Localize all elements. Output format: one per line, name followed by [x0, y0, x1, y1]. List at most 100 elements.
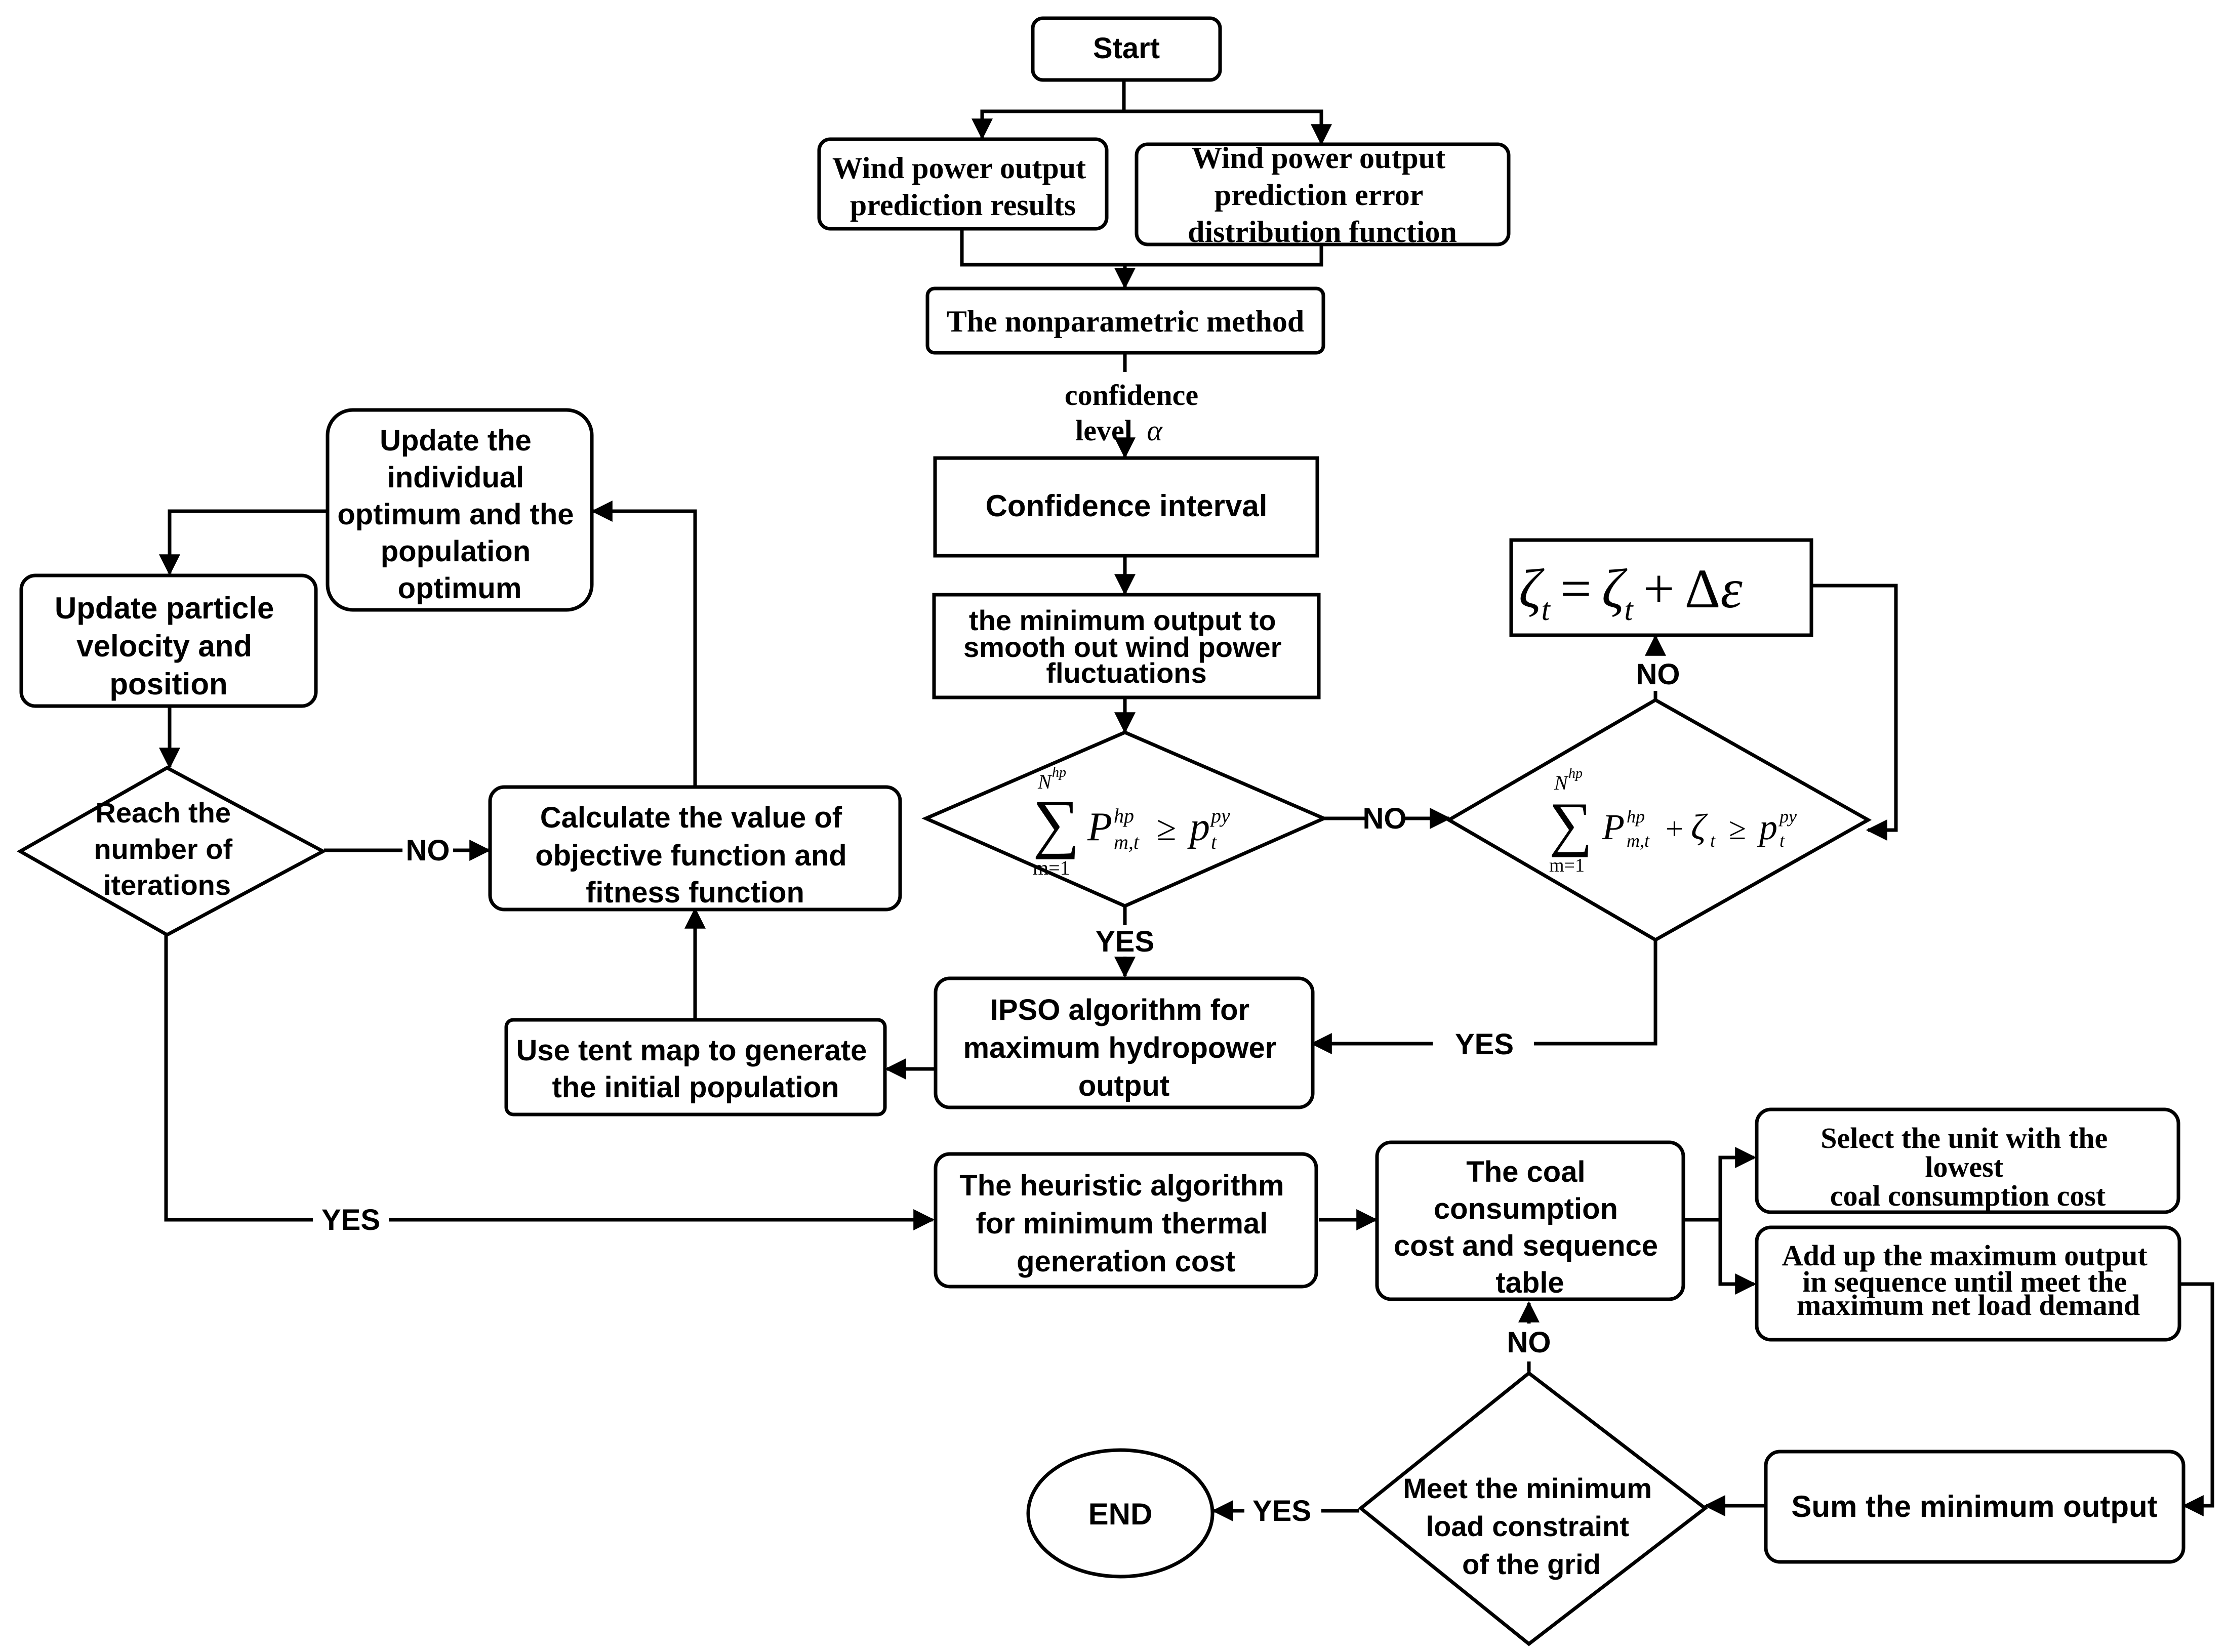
d2-P-sub: m,t — [1627, 831, 1650, 851]
wind-pred-line-2: prediction results — [850, 188, 1076, 222]
zeta-1: ζ — [1519, 558, 1545, 620]
d2-sum-upper: N — [1554, 771, 1569, 794]
calc-line-2: objective function and — [535, 839, 847, 872]
edge-wind-err-to-nonparam — [1125, 244, 1323, 267]
label-reach-no: NO — [406, 834, 450, 867]
update-velocity-box: Update particle velocity and position — [19, 573, 318, 708]
zeta-2-sub: t — [1624, 593, 1634, 627]
d2-p-sub: t — [1779, 831, 1785, 851]
wind-error-box: Wind power output prediction error distr… — [1135, 141, 1511, 249]
heuristic-line-2: for minimum thermal — [976, 1207, 1268, 1240]
update-opt-line-5: optimum — [398, 572, 522, 605]
svg-text:Add up the maximum output: Add up the maximum output in sequence un… — [1782, 1239, 2155, 1321]
reach-line-1: Reach the — [95, 797, 231, 829]
edge-labels: NO YES NO YES NO YES NO YES — [321, 658, 1680, 1527]
confidence-level-label-1: confidence — [1065, 379, 1198, 411]
heuristic-line-1: The heuristic algorithm — [959, 1169, 1284, 1202]
label-reach-yes: YES — [321, 1204, 380, 1236]
coal-line-4: table — [1495, 1266, 1564, 1299]
nonparametric-label: The nonparametric method — [947, 305, 1305, 338]
update-opt-line-3: optimum and the — [337, 498, 574, 531]
select-line-2: lowest — [1925, 1150, 2003, 1183]
svg-text:Update particle velocity: Update particle velocity and position — [55, 591, 282, 701]
update-vel-line-1: Update particle — [55, 591, 274, 625]
label-decision1-yes: YES — [1096, 925, 1154, 958]
label-decision2-no: NO — [1636, 658, 1680, 691]
d1-p: p — [1187, 805, 1210, 849]
min-output-line-1: the minimum output to — [969, 604, 1276, 636]
svg-text:The coal consumption: The coal consumption cost and sequence t… — [1394, 1155, 1666, 1299]
svg-text:Calculate the value of o: Calculate the value of objective functio… — [535, 801, 855, 909]
edge-coal-to-add — [1718, 1220, 1757, 1295]
svg-text:ζt=ζt+Δε: ζt=ζt+Δε — [1519, 558, 1743, 627]
wind-err-line-2: prediction error — [1215, 178, 1423, 212]
start-node: Start — [1031, 16, 1222, 82]
zeta-2: ζ — [1602, 558, 1628, 620]
d2-zeta-sub: t — [1710, 831, 1716, 851]
d1-p-sup: py — [1209, 804, 1230, 827]
svg-text:Select the unit with the: Select the unit with the lowest coal con… — [1821, 1122, 2115, 1212]
minimum-output-box: the minimum output to smooth out wind po… — [932, 593, 1321, 699]
reach-line-2: number of — [94, 833, 232, 865]
meet-line-3: of the grid — [1462, 1548, 1601, 1580]
svg-text:the minimum output to sm: the minimum output to smooth out wind po… — [963, 604, 1289, 689]
calc-line-1: Calculate the value of — [540, 801, 842, 834]
svg-text:Use tent map to generate: Use tent map to generate the initial pop… — [516, 1034, 875, 1104]
ipso-box: IPSO algorithm for maximum hydropower ou… — [934, 976, 1315, 1109]
d2-sum-upper-sup: hp — [1568, 766, 1583, 781]
tent-map-box: Use tent map to generate the initial pop… — [504, 1018, 887, 1117]
svg-text:The heuristic algorithm: The heuristic algorithm for minimum ther… — [959, 1169, 1292, 1278]
update-vel-line-2: velocity and — [76, 629, 252, 663]
edge-zeta-to-decision2 — [1811, 584, 1898, 841]
reach-line-3: iterations — [103, 869, 231, 901]
edge-add-to-sum — [2179, 1282, 2214, 1516]
confidence-interval-box: Confidence interval — [933, 456, 1319, 558]
d1-sum-lower: m=1 — [1033, 856, 1070, 879]
zeta-1-sub: t — [1542, 593, 1551, 627]
tent-line-2: the initial population — [552, 1071, 839, 1104]
d2-P: P — [1602, 807, 1625, 847]
heuristic-line-3: generation cost — [1017, 1245, 1235, 1278]
select-unit-box: Select the unit with the lowest coal con… — [1755, 1107, 2180, 1214]
update-vel-line-3: position — [109, 667, 227, 701]
d1-sum-upper-sup: hp — [1052, 765, 1066, 780]
edge-decision2-yes-a — [1534, 940, 1657, 1046]
svg-text:Update the individual: Update the individual optimum and the po… — [337, 424, 582, 605]
label-decision2-yes: YES — [1455, 1028, 1514, 1061]
label-decision1-no: NO — [1363, 802, 1407, 835]
edge-start-to-wind-pred — [972, 80, 1126, 140]
d1-sum-upper: N — [1037, 770, 1053, 793]
d2-sum-lower: m=1 — [1549, 855, 1585, 876]
d1-sum: ∑ — [1033, 787, 1080, 860]
d1-P-sub: m,t — [1114, 831, 1140, 853]
update-opt-line-1: Update the — [380, 424, 532, 457]
svg-text:Reach the number of: Reach the number of iterations — [94, 797, 240, 901]
wind-err-line-3: distribution function — [1188, 215, 1457, 249]
coal-line-3: cost and sequence — [1394, 1229, 1658, 1262]
confidence-level-label-2: level — [1075, 414, 1132, 447]
nonparametric-box: The nonparametric method — [925, 286, 1325, 355]
calculate-objective-box: Calculate the value of objective functio… — [488, 785, 902, 912]
decision-hydro-sum-plus-zeta: N hp ∑ m=1 P hp m,t + ζ t ≥ p py t — [1445, 697, 1872, 942]
connectors — [159, 80, 2214, 1521]
d2-p: p — [1757, 807, 1777, 847]
d2-geq: ≥ — [1729, 812, 1746, 846]
svg-text:Meet the minimum load co: Meet the minimum load constraint of the … — [1403, 1472, 1660, 1580]
edge-coal-to-select — [1683, 1147, 1757, 1222]
d1-p-sub: t — [1211, 831, 1217, 853]
coal-line-2: consumption — [1434, 1192, 1618, 1225]
meet-line-1: Meet the minimum — [1403, 1472, 1652, 1504]
end-node: END — [1026, 1448, 1215, 1579]
add-max-box: Add up the maximum output in sequence un… — [1755, 1225, 2181, 1342]
end-label: END — [1088, 1497, 1153, 1531]
min-output-line-3: fluctuations — [1046, 657, 1206, 689]
select-line-3: coal consumption cost — [1830, 1179, 2106, 1212]
d1-P: P — [1087, 805, 1112, 849]
add-line-2: in sequence until meet the — [1802, 1265, 2127, 1298]
confidence-interval-label: Confidence interval — [986, 489, 1268, 523]
decision-reach-iterations: Reach the number of iterations — [16, 766, 327, 937]
ipso-line-1: IPSO algorithm for — [990, 994, 1249, 1026]
edge-calc-to-update-opt — [591, 501, 697, 786]
select-line-1: Select the unit with the — [1821, 1122, 2108, 1154]
